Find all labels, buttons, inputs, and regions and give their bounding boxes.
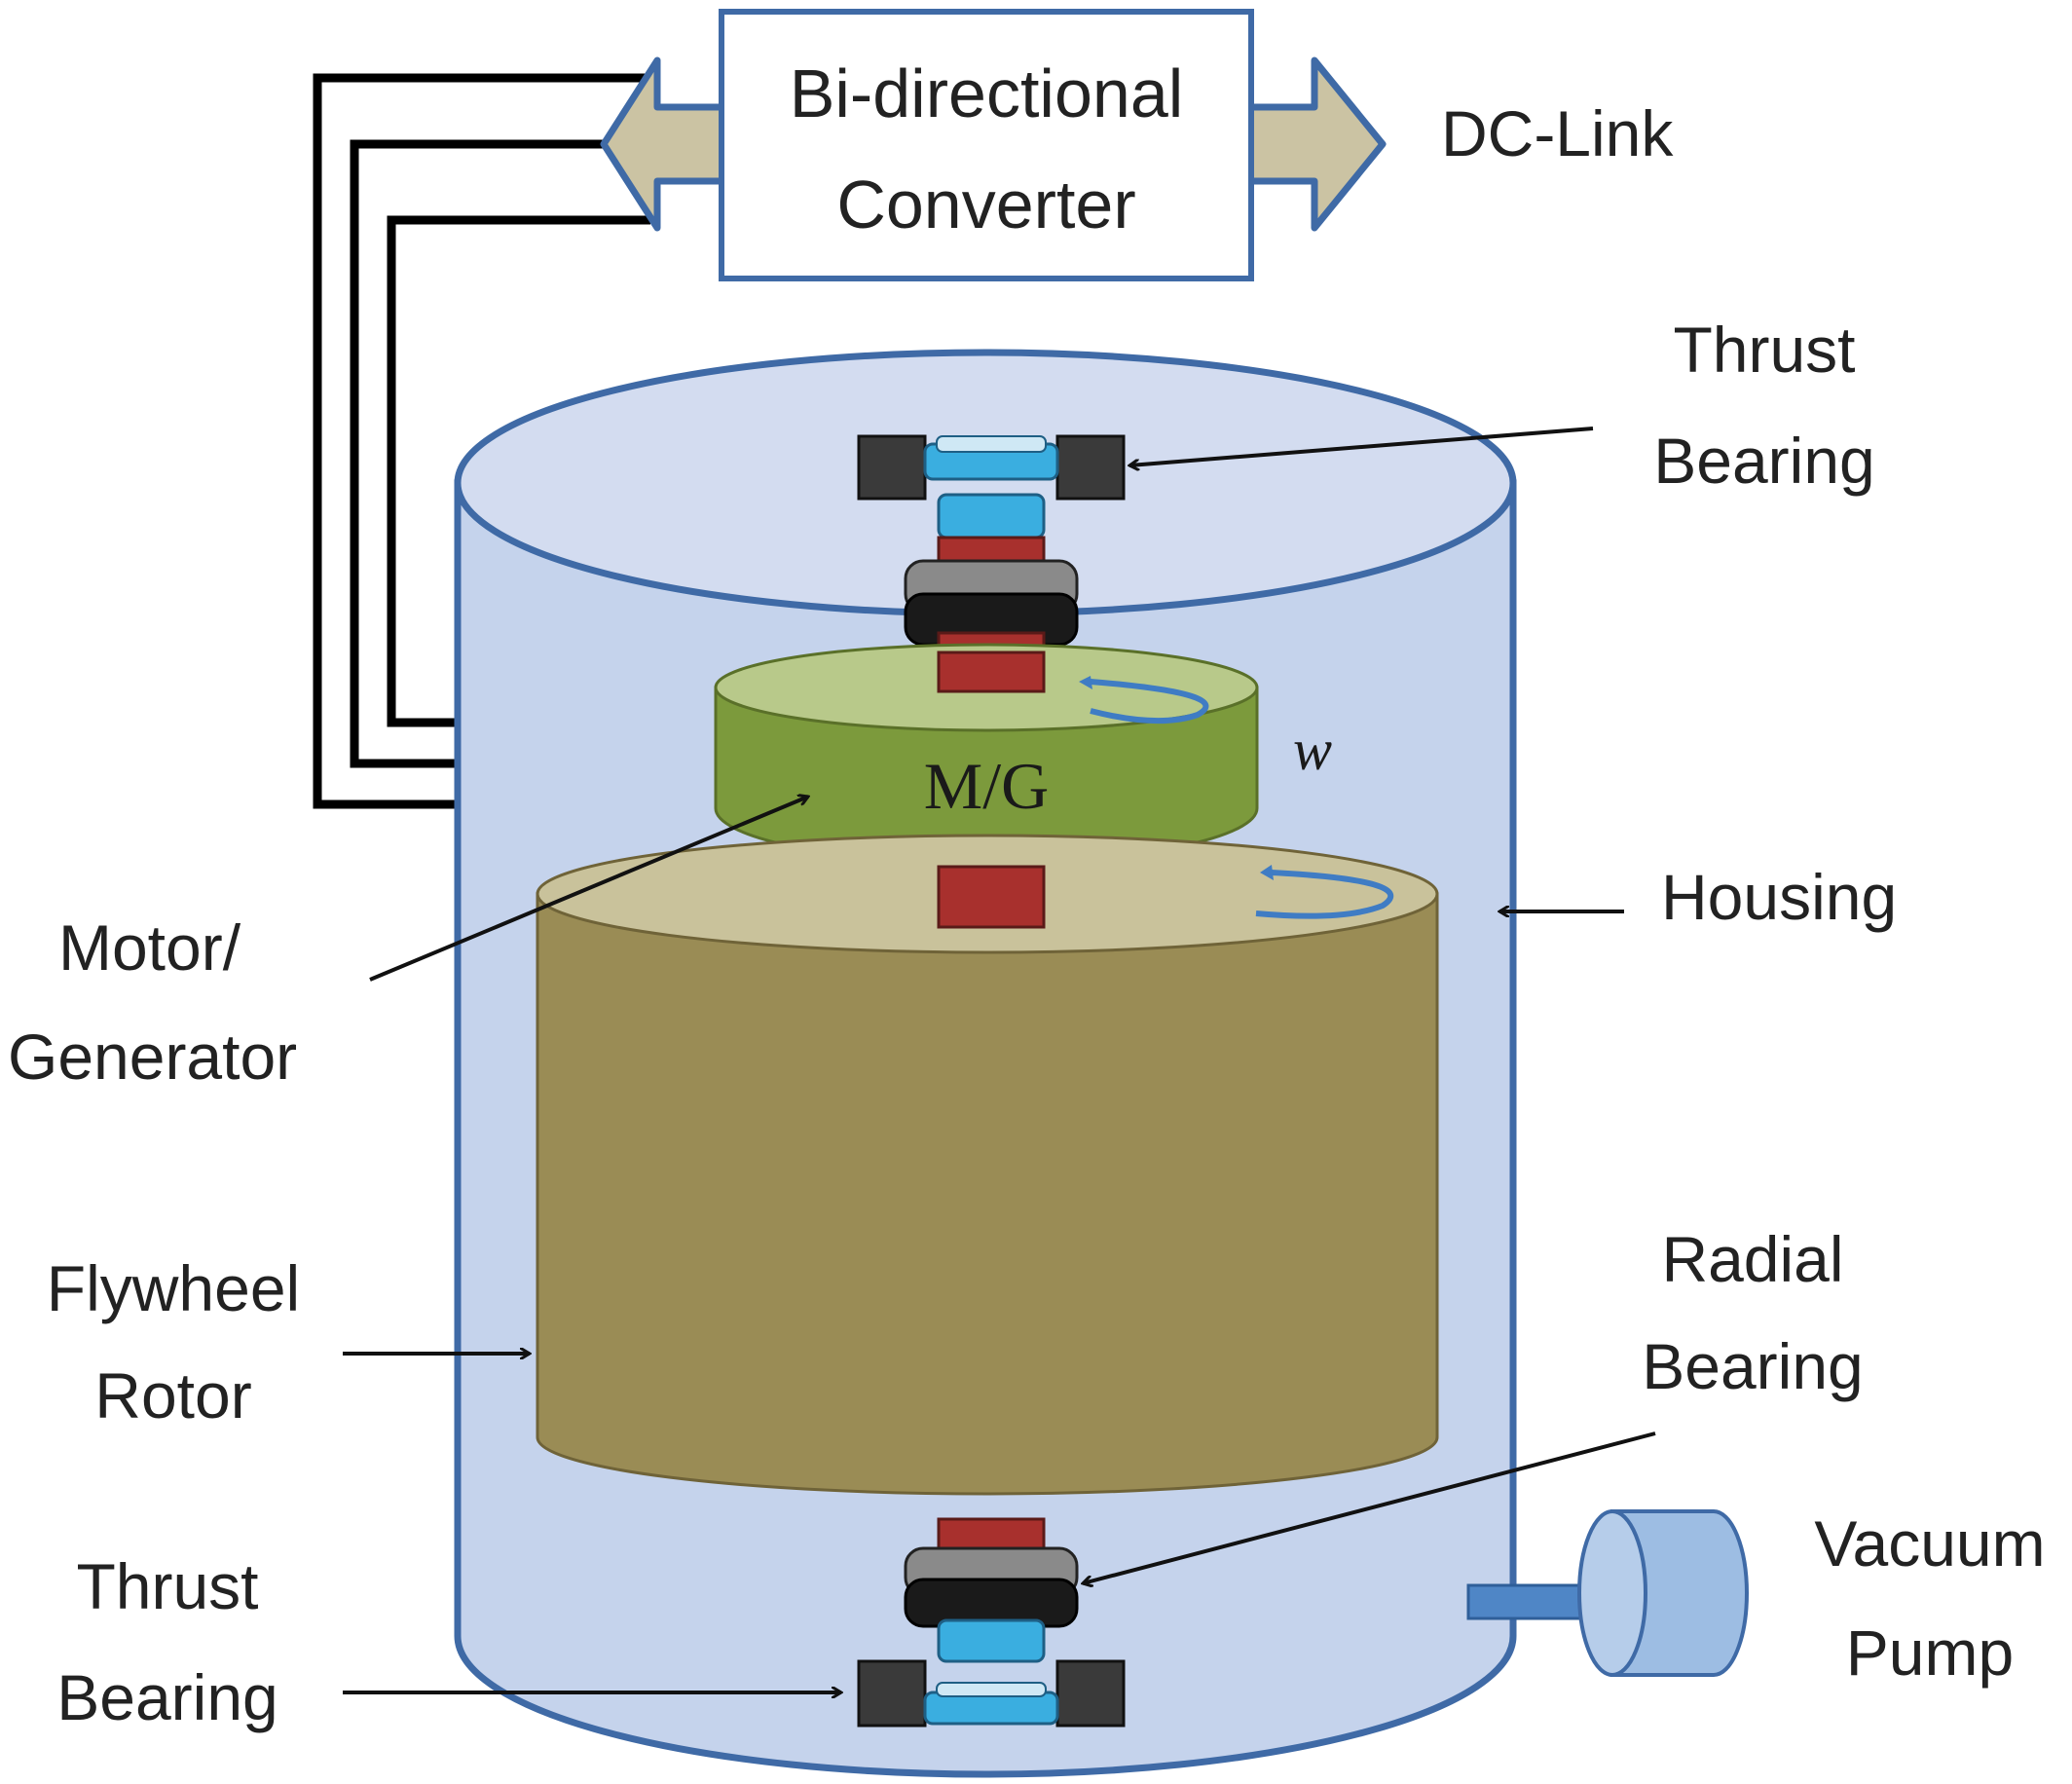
motor-generator: M/G [714, 643, 1259, 865]
thrust-top-label-line2: Bearing [1653, 425, 1875, 497]
radial-label-line1: Radial [1661, 1223, 1843, 1295]
flywheel-label-line1: Flywheel [47, 1252, 300, 1324]
curved-arrow-icon [1255, 870, 1394, 919]
converter-label-line1: Bi-directional [790, 56, 1184, 131]
pointer-arrows [343, 427, 1656, 1692]
arrow-thrust-top [1129, 427, 1594, 465]
thrust-top-label-line1: Thrust [1673, 314, 1855, 386]
lower-shaft [904, 1517, 1079, 1663]
omega-label: w [1293, 718, 1332, 782]
curved-arrow-icon [1090, 679, 1209, 725]
vacuum-pump [1466, 1509, 1749, 1677]
bottom-thrust-bearing [857, 1659, 1126, 1728]
flywheel-label-line2: Rotor [94, 1359, 251, 1431]
housing-label: Housing [1661, 861, 1897, 933]
converter-label-line2: Converter [836, 167, 1135, 242]
vacuum-label-line2: Pump [1846, 1617, 2014, 1689]
radial-label-line2: Bearing [1642, 1330, 1864, 1402]
top-thrust-bearing [857, 434, 1126, 501]
vacuum-label-line1: Vacuum [1814, 1507, 2045, 1580]
thrust-bottom-label-line1: Thrust [76, 1550, 258, 1622]
motor-label-line1: Motor/ [58, 911, 241, 984]
flywheel-rotor [536, 834, 1439, 1496]
arrow-motor [369, 797, 808, 982]
thrust-bottom-label-line2: Bearing [56, 1661, 278, 1733]
motor-label-line2: Generator [8, 1021, 297, 1093]
mg-text: M/G [924, 749, 1049, 823]
arrow-radial [1083, 1431, 1656, 1583]
dc-link-label: DC-Link [1441, 97, 1674, 169]
converter-box [719, 9, 1254, 281]
